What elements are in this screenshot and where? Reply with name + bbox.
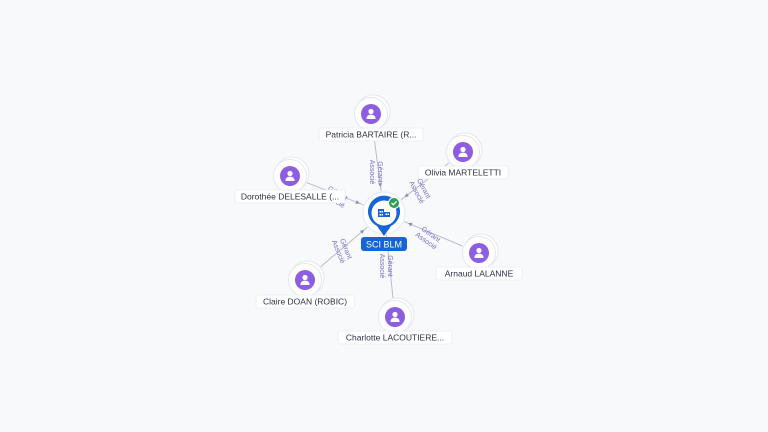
center-label: SCI BLM [366,239,402,249]
relationship-edge [372,131,382,192]
person-label: Claire DOAN (ROBIC) [263,297,347,307]
person-label: Charlotte LACOUTIERE... [346,333,444,343]
center-label-badge [361,237,407,251]
person-label: Dorothée DELESALLE (... [241,192,339,202]
check-icon [388,197,400,209]
person-node-olivia[interactable]: Olivia MARTELETTI [417,132,509,180]
person-node-claire[interactable]: Claire DOAN (ROBIC) [255,260,355,309]
person-icon [390,311,400,322]
person-label: Patricia BARTAIRE (R... [326,130,417,140]
person-label-bg [255,294,355,309]
company-building-icon [378,209,390,217]
edge-arrowhead [359,229,365,234]
person-label-bg [234,189,346,204]
person-icon [285,170,295,181]
person-label: Arnaud LALANNE [445,269,514,279]
edge-arrowhead [355,200,360,204]
relationship-edge [404,221,463,247]
person-node-dorothee[interactable]: Dorothée DELESALLE (... [234,156,346,204]
person-icon [366,108,376,119]
relationship-edge [318,226,368,269]
person-label-bg [337,330,453,345]
edge-arrowhead [378,182,383,188]
person-icon [458,146,468,157]
edge-role-label: Gérant [376,161,383,182]
person-node-patricia[interactable]: Patricia BARTAIRE (R... [318,94,424,142]
person-node-charlotte[interactable]: Charlotte LACOUTIERE... [337,297,453,345]
person-icon [300,274,310,285]
edge-arrowhead [407,222,413,227]
person-label-bg [435,266,523,281]
person-label: Olivia MARTELETTI [425,168,501,178]
person-label-bg [417,165,509,180]
person-label-bg [318,127,424,142]
edge-role-label: Associé [368,160,375,185]
person-node-arnaud[interactable]: Arnaud LALANNE [435,233,523,281]
person-icon [474,247,484,258]
center-company-node[interactable]: SCI BLM [361,191,407,251]
edge-role-label: Associé [378,254,385,279]
edge-role-label: Gérant [386,255,393,276]
edge-arrowhead [404,193,409,198]
